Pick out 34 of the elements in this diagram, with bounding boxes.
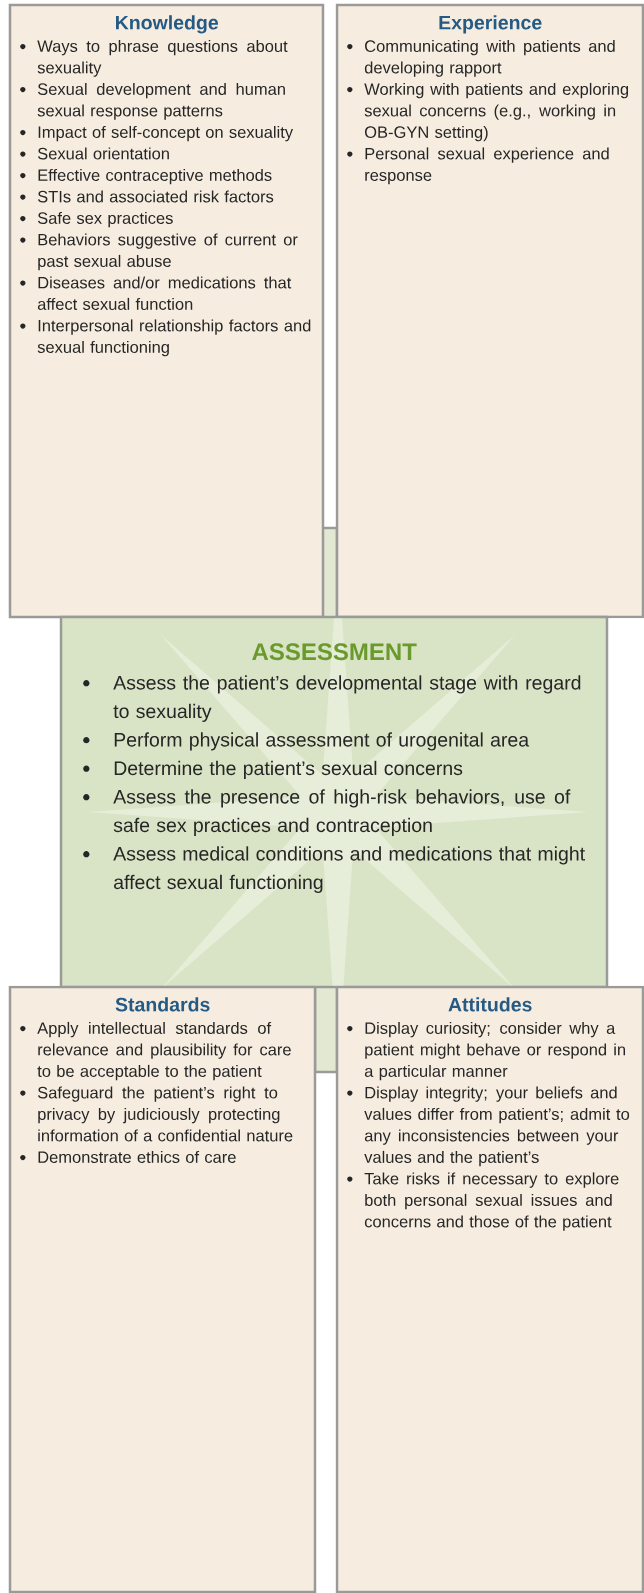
bullet-item: Personal sexual experience and response: [347, 147, 609, 185]
bullet-item: Assess medical conditions and medications that might affect sexual functioning: [83, 846, 585, 893]
bullet-item: STIs and associated risk factors: [20, 190, 274, 203]
box-heading: Standards: [115, 997, 210, 1012]
bullet-item: Safe sex practices: [20, 211, 173, 228]
bullet-item: Effective contraceptive methods: [20, 168, 272, 185]
box-heading: Knowledge: [116, 15, 219, 34]
bullet-item: Assess the presence of high-risk behaviors, use of safe sex practices and contraception: [83, 789, 571, 836]
category-box: [335, 3, 644, 619]
bullet-item: Safeguard the patient’s right to privacy by judiciously protecting information of a confidential nature: [20, 1086, 293, 1142]
box-heading: Attitudes: [448, 997, 532, 1012]
bullet-item: Impact of self-concept on sexuality: [20, 125, 294, 142]
box-heading: Experience: [439, 15, 542, 34]
category-box: [59, 615, 609, 989]
bullet-item: Working with patients and exploring sexual concerns (e.g., working in OB-GYN setting): [347, 82, 629, 142]
bullet-item: Display curiosity; consider why a patient might behave or respond in a particular manner: [347, 1021, 625, 1081]
bullet-item: Take risks if necessary to explore both personal sexual issues and concerns and those of the patient: [347, 1172, 619, 1231]
box-heading: ASSESSMENT: [252, 643, 417, 661]
bullet-item: Demonstrate ethics of care: [20, 1150, 236, 1163]
bullet-item: Communicating with patients and developing rapport: [347, 39, 615, 77]
category-box: [8, 985, 317, 1593]
bullet-item: Assess the patient’s developmental stage with regard to sexuality: [83, 675, 581, 722]
bullet-item: Diseases and/or medications that affect sexual function: [20, 276, 292, 310]
bullet-item: Ways to phrase questions about sexuality: [20, 39, 288, 77]
category-box: [8, 3, 325, 619]
bullet-item: Sexual orientation: [20, 147, 169, 160]
category-box: [335, 985, 644, 1593]
bullet-item: Perform physical assessment of urogenital area: [83, 732, 530, 751]
bullet-item: Determine the patient’s sexual concerns: [83, 760, 463, 779]
bullet-item: Sexual development and human sexual response patterns: [20, 82, 285, 120]
bullet-item: Apply intellectual standards of relevance and plausibility for care to be acceptable to the patient: [20, 1021, 291, 1081]
bullet-item: Behaviors suggestive of current or past sexual abuse: [20, 233, 298, 271]
bullet-item: Display integrity; your beliefs and values differ from patient’s; admit to any inconsistencies between your values and the patient’s: [347, 1086, 630, 1167]
bullet-item: Interpersonal relationship factors and sexual functioning: [20, 319, 311, 357]
